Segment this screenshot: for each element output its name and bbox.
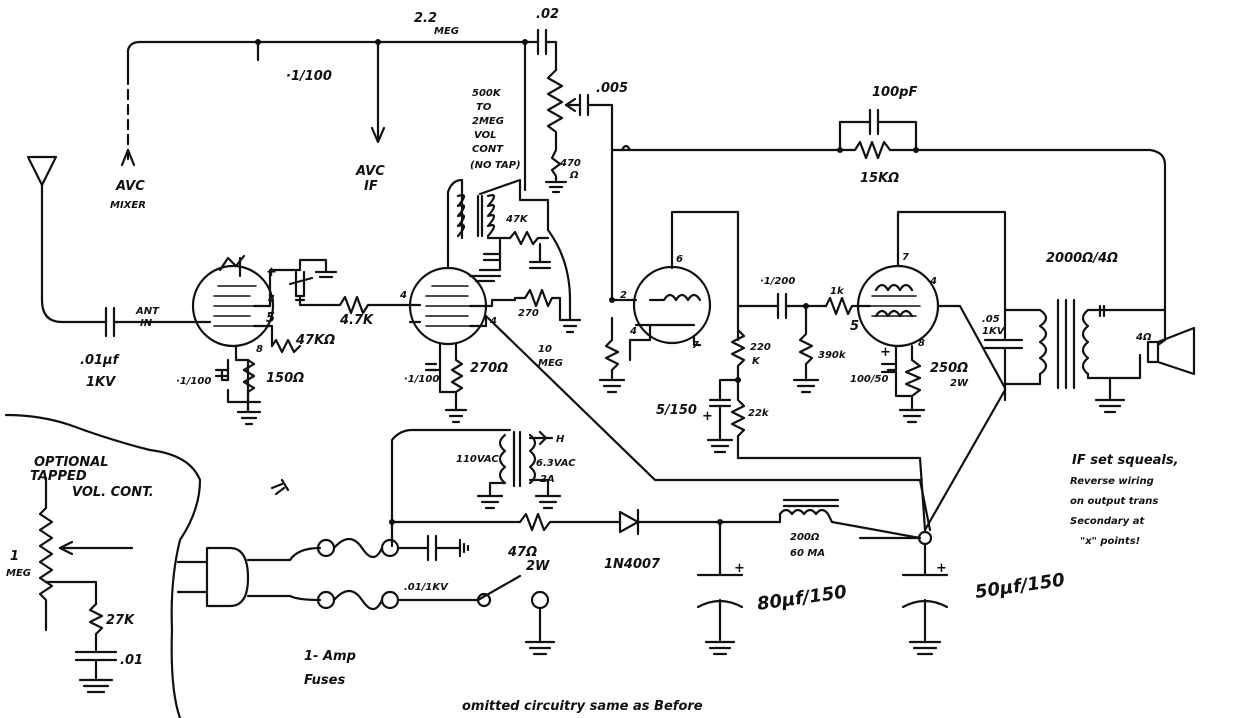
label-c-005: .005 [596, 81, 628, 96]
plus-50uf: + [936, 561, 947, 576]
label-avc-mixer-2: MIXER [110, 200, 146, 211]
label-pt-3: 2A [540, 474, 555, 485]
label-avc-mixer-1: AVC [115, 179, 145, 194]
labels: ·1/100 2.2 MEG .02 .005 500K TO 2MEG VOL… [6, 7, 1179, 714]
label-pin-h: H [556, 434, 565, 445]
label-pin-5a: 5 [850, 319, 859, 334]
label-r-1k: 1k [830, 286, 845, 297]
label-opt-2: TAPPED [30, 469, 87, 484]
note-line-3: on output trans [1070, 496, 1158, 507]
label-pin-8b: 8 [256, 344, 263, 355]
label-pin-4c: 4 [267, 294, 275, 305]
label-pin-7b: 7 [902, 252, 909, 263]
label-r-270-if: 270Ω [470, 361, 508, 376]
label-c-avc-filter: ·1/100 [286, 69, 332, 84]
label-r-47-1: 47Ω [507, 545, 537, 560]
note-line-1: IF set squeals, [1072, 453, 1179, 468]
label-c-01: .01 [120, 653, 143, 668]
label-r-15k: 15KΩ [860, 171, 899, 186]
label-r-47k-mixer: 47KΩ [295, 333, 335, 348]
label-vol-cont-3: 2MEG [472, 116, 504, 127]
label-c-if-cathode: ·1/100 [404, 374, 439, 385]
label-opt-1: OPTIONAL [34, 455, 109, 470]
label-ant-in-1: ANT [135, 306, 160, 317]
label-r-22k: 22k [748, 408, 770, 419]
label-r-250-w: 2W [950, 378, 969, 389]
label-c-50-150: 50μf/150 [974, 570, 1066, 603]
label-r-10meg-1: 10 [538, 344, 552, 355]
label-c-5-150: 5/150 [656, 403, 697, 418]
label-c-100-50: 100/50 [850, 374, 888, 385]
label-c-1kv: 1KV [982, 326, 1006, 337]
label-pt-1: 110VAC [456, 454, 499, 465]
label-r-47-2: 2W [526, 559, 550, 574]
label-pt-2: 6.3VAC [536, 458, 576, 469]
label-vol-cont-4: VOL [474, 130, 496, 141]
label-r-avc-unit: MEG [434, 26, 459, 37]
label-fuses-2: Fuses [304, 673, 345, 688]
label-c-mixer-cathode: ·1/100 [176, 376, 211, 387]
label-r-470: 470 [559, 158, 581, 169]
label-pin-7a: 7 [692, 340, 699, 351]
label-pin-6: 6 [676, 254, 683, 265]
wires [4, 28, 1196, 718]
label-r-220k-2: K [752, 356, 761, 367]
label-opt-meg-2: MEG [6, 568, 31, 579]
label-diode: 1N4007 [604, 557, 661, 572]
plus-mixer: + [266, 265, 277, 280]
label-pin-4e: 4 [489, 316, 497, 327]
label-pin-2: 2 [620, 290, 627, 301]
label-r-27k: 27K [106, 613, 135, 628]
label-r-avc: 2.2 [414, 11, 437, 26]
label-vol-cont-2: TO [476, 102, 492, 113]
label-pin-4d: 4 [399, 290, 407, 301]
label-pin-4b: 4 [929, 276, 937, 287]
label-avc-if-2: IF [364, 179, 378, 194]
label-r-10meg-2: MEG [538, 358, 563, 369]
label-vol-cont-1: 500K [472, 88, 502, 99]
plus-80uf: + [734, 561, 745, 576]
label-c-line: .01/1KV [404, 582, 449, 593]
plus-100uf: + [880, 345, 891, 360]
note-line-5: "x" points! [1080, 536, 1140, 547]
label-c-ant-1: .01μf [80, 353, 121, 368]
label-ant-in-2: IN [140, 318, 153, 329]
label-r-270-screen: 270 [518, 308, 539, 319]
label-c-ant-2: 1KV [86, 375, 116, 390]
label-choke-1: 200Ω [790, 532, 820, 543]
label-c-80-150: 80μf/150 [756, 582, 848, 615]
label-opt-meg-1: 1 [10, 549, 19, 564]
label-choke-2: 60 MA [790, 548, 825, 559]
label-fuses-1: 1- Amp [304, 649, 356, 664]
label-avc-if-1: AVC [355, 164, 385, 179]
label-xfmr-out: 2000Ω/4Ω [1046, 251, 1118, 266]
label-c-coupling: .02 [536, 7, 559, 22]
note-line-2: Reverse wiring [1070, 476, 1154, 487]
label-c-100pf: 100pF [872, 85, 917, 100]
label-c-05: .05 [982, 314, 1000, 325]
label-r-4-7k: 4.7K [339, 313, 374, 328]
label-c-1-200: ·1/200 [760, 276, 795, 287]
label-r-470-unit: Ω [569, 170, 579, 181]
label-vol-cont-5: CONT [472, 144, 504, 155]
label-r-250: 250Ω [930, 361, 968, 376]
footer-caption: omitted circuitry same as Before [462, 699, 703, 714]
label-pin-8a: 8 [918, 338, 925, 349]
note-line-4: Secondary at [1070, 516, 1145, 527]
plus-5uf: + [702, 409, 713, 424]
label-spk-4: 4Ω [1135, 332, 1152, 343]
label-r-150: 150Ω [266, 371, 304, 386]
label-r-47k-coil: 47K [505, 214, 529, 225]
label-vol-cont-6: (NO TAP) [470, 160, 521, 171]
label-pin-4a: 4 [629, 326, 637, 337]
label-opt-3: VOL. CONT. [72, 485, 154, 500]
label-r-220k-1: 220 [750, 342, 771, 353]
label-r-390k: 390k [818, 350, 847, 361]
label-pin-5b: 5 [266, 311, 275, 326]
